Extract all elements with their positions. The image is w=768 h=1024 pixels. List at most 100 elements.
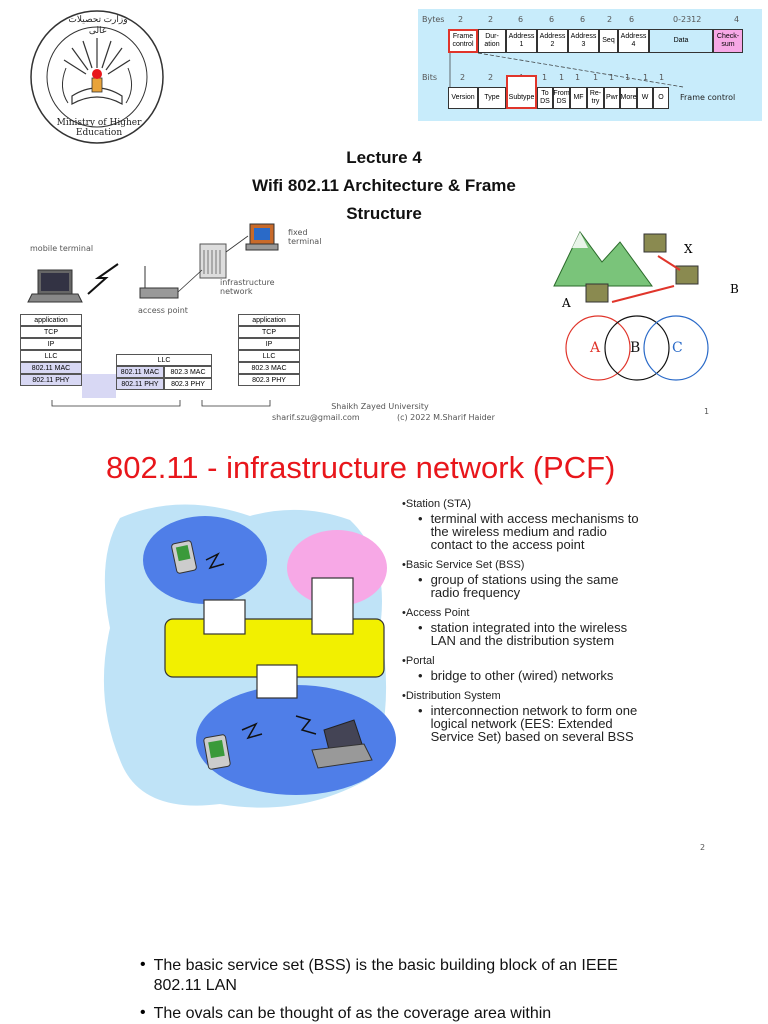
byte-size: 2	[607, 15, 613, 24]
subfield-retry: Re-try	[587, 87, 604, 109]
stack-layer: LLC	[116, 354, 212, 366]
byte-size: 2	[488, 15, 494, 24]
bit-size: 1	[643, 73, 649, 82]
protocol-stack-right: application TCP IP LLC 802.3 MAC 802.3 P…	[238, 314, 300, 386]
byte-size: 0-2312	[673, 15, 702, 24]
frame-zoom-lines	[449, 52, 684, 88]
field-address-1: Address 1	[506, 29, 537, 53]
definition-item: •Station (STA) • terminal with access me…	[402, 498, 642, 551]
station-handheld-top	[171, 540, 225, 574]
bytes-label: Bytes	[422, 15, 445, 24]
bss-1-oval	[143, 516, 267, 604]
byte-size: 2	[458, 15, 464, 24]
bullet-text: The ovals can be thought of as the cover…	[153, 1005, 552, 1022]
subfield-mf: MF	[570, 87, 587, 109]
stack-layer: IP	[20, 338, 82, 350]
field-address-2: Address 2	[537, 29, 568, 53]
bits-label: Bits	[422, 73, 438, 82]
bullet-text: The basic service set (BSS) is the basic…	[153, 957, 618, 994]
byte-size: 6	[518, 15, 524, 24]
stack-layer: 802.11 PHY	[20, 374, 82, 386]
definition-term: •Distribution System	[402, 690, 501, 702]
stack-layer: LLC	[238, 350, 300, 362]
infrastructure-diagram: mobile terminal fixed terminal access po…	[20, 222, 330, 408]
label-x: X	[684, 242, 693, 256]
byte-size: 6	[549, 15, 555, 24]
footer-university: Shaikh Zayed University	[331, 402, 429, 411]
definition-term: •Access Point	[402, 607, 470, 619]
mobile-terminal-label: mobile terminal	[30, 244, 94, 253]
subfield-subtype: Subtype	[506, 75, 537, 109]
page-number: 2	[700, 843, 706, 852]
stack-layer: 802.11 MAC	[116, 366, 164, 378]
definition-item: •Portal • bridge to other (wired) networ…	[402, 655, 642, 682]
bit-size: 2	[488, 73, 494, 82]
title-line-3: Structure	[346, 204, 422, 223]
protocol-stack-left: application TCP IP LLC 802.11 MAC 802.11…	[20, 314, 82, 386]
slide-3: • The basic service set (BSS) is the bas…	[0, 886, 768, 1024]
definition-text: terminal with access mechanisms to the w…	[430, 511, 639, 552]
field-address-3: Address 3	[568, 29, 599, 53]
circle-c-label: C	[672, 340, 683, 356]
bullet-item: • The ovals can be thought of as the cov…	[140, 1004, 552, 1022]
byte-size: 6	[629, 15, 635, 24]
fixed-terminal-label: fixed terminal	[288, 228, 322, 246]
protocol-stack-middle: LLC 802.11 MAC 802.11 PHY 802.3 MAC 802.…	[116, 354, 212, 390]
footer-email: sharif.szu@gmail.com	[272, 413, 360, 422]
stack-layer: application	[238, 314, 300, 326]
lecture-title: Lecture 4 Wifi 802.11 Architecture & Fra…	[180, 144, 588, 228]
definition-term: •Portal	[402, 655, 435, 667]
subfields-caption: Frame control	[680, 93, 736, 102]
bit-size: 1	[559, 73, 565, 82]
bit-size: 1	[609, 73, 615, 82]
subfield-more: More	[620, 87, 637, 109]
field-data: Data	[649, 29, 713, 53]
bullet-item: • The basic service set (BSS) is the bas…	[140, 956, 620, 996]
circle-a-label: A	[590, 340, 601, 356]
stack-layer: application	[20, 314, 82, 326]
slide-3-bullets: • The basic service set (BSS) is the bas…	[140, 956, 620, 1024]
definition-item: •Basic Service Set (BSS) • group of stat…	[402, 559, 642, 599]
stack-layer: 802.11 PHY	[116, 378, 164, 390]
network-drawing	[27, 223, 279, 407]
bit-size: 1	[542, 73, 548, 82]
definition-text: bridge to other (wired) networks	[430, 668, 614, 683]
pcf-network-diagram	[103, 504, 396, 808]
stack-layer: 802.3 MAC	[164, 366, 212, 378]
logo-ring-text: Ministry of Higher Education	[56, 118, 142, 138]
label-b: B	[730, 282, 739, 296]
slide-title: 802.11 - infrastructure network (PCF)	[106, 450, 616, 485]
bit-size: 1	[625, 73, 631, 82]
circle-b-label: B	[630, 340, 641, 356]
station-handheld-bottom	[203, 722, 263, 770]
slide-1: Ministry of Higher Education وزارت تحصیل…	[0, 0, 768, 428]
access-point-label: access point	[138, 306, 188, 315]
access-point-1	[203, 599, 246, 635]
subfield-version: Version	[448, 87, 478, 109]
logo-arabic-text: وزارت تحصیلات عالی	[68, 14, 128, 35]
definition-item: •Distribution System • interconnection n…	[402, 690, 642, 743]
definition-item: •Access Point • station integrated into …	[402, 607, 642, 647]
subfield-from-ds: From DS	[553, 87, 570, 109]
title-line-2: Wifi 802.11 Architecture & Frame	[252, 176, 516, 195]
definition-term: •Station (STA)	[402, 498, 472, 510]
stack-layer: 802.11 MAC	[20, 362, 82, 374]
field-seq: Seq	[599, 29, 618, 53]
title-line-1: Lecture 4	[346, 148, 422, 167]
ministry-logo: Ministry of Higher Education وزارت تحصیل…	[28, 8, 166, 146]
page-number: 1	[704, 407, 710, 416]
field-frame-control: Frame control	[448, 29, 478, 53]
subfield-w: W	[637, 87, 653, 109]
bss-2-oval	[196, 685, 396, 795]
infrastructure-network-label: infrastructure network	[220, 278, 275, 296]
slide-2: 802.11 - infrastructure network (PCF)	[0, 438, 768, 876]
label-a: A	[562, 296, 571, 310]
field-checksum: Check-sum	[713, 29, 743, 53]
field-address-4: Address 4	[618, 29, 649, 53]
footer-copyright: (c) 2022 M.Sharif Haider	[397, 413, 495, 422]
bit-size: 2	[460, 73, 466, 82]
frame-structure-diagram: Bytes Bits 2 2 6 6 6 2 6 0-2312 4 Frame …	[418, 9, 762, 121]
subfield-o: O	[653, 87, 669, 109]
byte-size: 4	[734, 15, 740, 24]
stack-layer: TCP	[238, 326, 300, 338]
